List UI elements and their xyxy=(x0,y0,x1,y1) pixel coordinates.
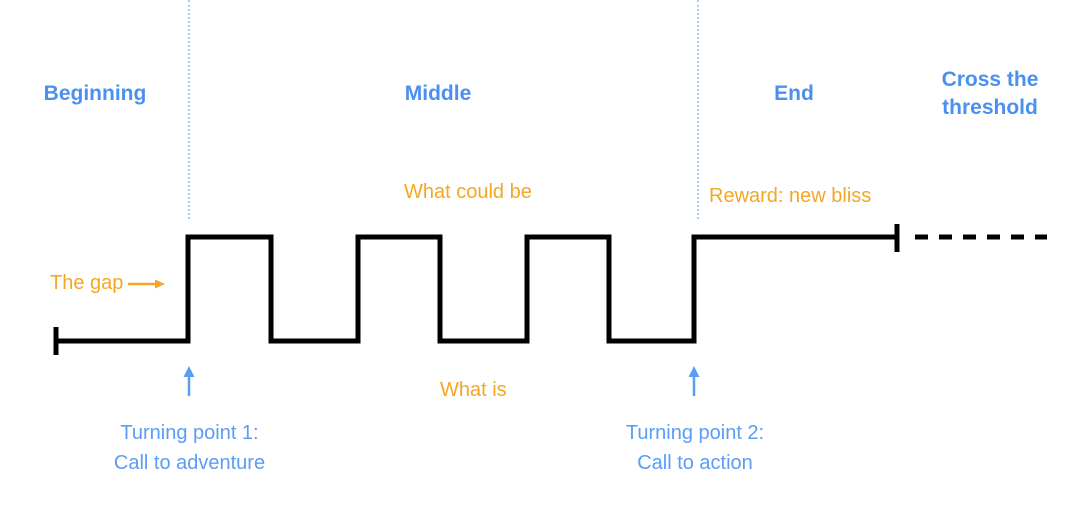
annotation-reward: Reward: new bliss xyxy=(709,185,872,207)
turning-point-2-arrow xyxy=(688,366,700,396)
section-header-end: End xyxy=(774,82,814,105)
section-header-beginning: Beginning xyxy=(43,82,147,105)
annotation-what-could-be: What could be xyxy=(404,181,532,203)
turning-point-1-arrow xyxy=(183,366,195,396)
annotation-turning-point-2: Turning point 2: Call to action xyxy=(625,422,765,474)
the-gap-arrow-icon xyxy=(128,279,165,289)
annotation-what-is: What is xyxy=(440,379,507,401)
section-divider-beginning-middle xyxy=(188,0,190,219)
section-divider-middle-end xyxy=(697,0,699,219)
section-header-middle: Middle xyxy=(404,82,472,105)
wave-line xyxy=(55,234,898,344)
annotation-turning-point-1: Turning point 1: Call to adventure xyxy=(113,422,266,474)
annotation-the-gap: The gap xyxy=(50,272,124,294)
section-header-cross-the-threshold: Cross the threshold xyxy=(941,68,1039,119)
